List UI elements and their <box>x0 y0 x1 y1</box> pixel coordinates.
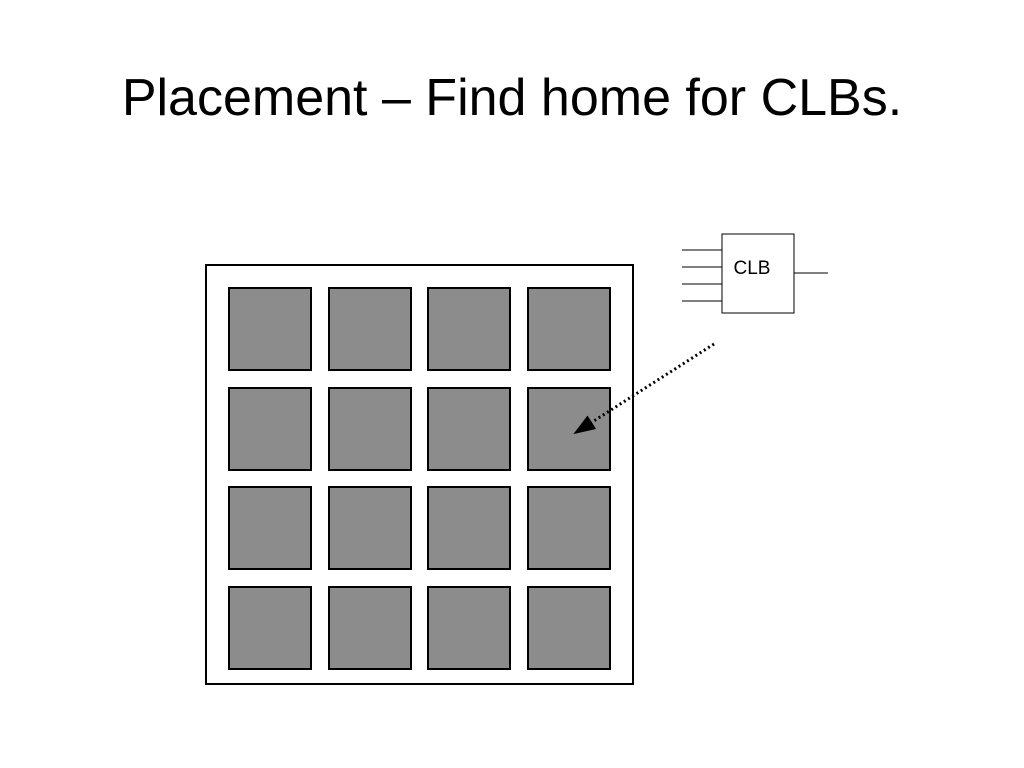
slide-title: Placement – Find home for CLBs. <box>121 69 903 127</box>
grid-cell-r4-c1 <box>228 586 312 670</box>
grid-cell-r1-c4 <box>527 287 611 371</box>
grid-cell-r2-c1 <box>228 387 312 471</box>
grid-cell-r1-c3 <box>427 287 511 371</box>
clb-input-lines <box>682 249 722 302</box>
grid-cell-r3-c1 <box>228 486 312 570</box>
grid-cell-r4-c2 <box>328 586 412 670</box>
clb-block[interactable]: CLB <box>682 233 828 314</box>
grid-cell-r1-c2 <box>328 287 412 371</box>
fpga-grid <box>228 287 611 670</box>
grid-cell-r3-c4 <box>527 486 611 570</box>
grid-cell-r2-c4 <box>527 387 611 471</box>
grid-cell-r4-c3 <box>427 586 511 670</box>
grid-cell-r3-c2 <box>328 486 412 570</box>
clb-label: CLB <box>734 258 771 279</box>
grid-cell-r3-c3 <box>427 486 511 570</box>
grid-cell-r2-c2 <box>328 387 412 471</box>
grid-cell-r2-c3 <box>427 387 511 471</box>
grid-cell-r1-c1 <box>228 287 312 371</box>
grid-cell-r4-c4 <box>527 586 611 670</box>
